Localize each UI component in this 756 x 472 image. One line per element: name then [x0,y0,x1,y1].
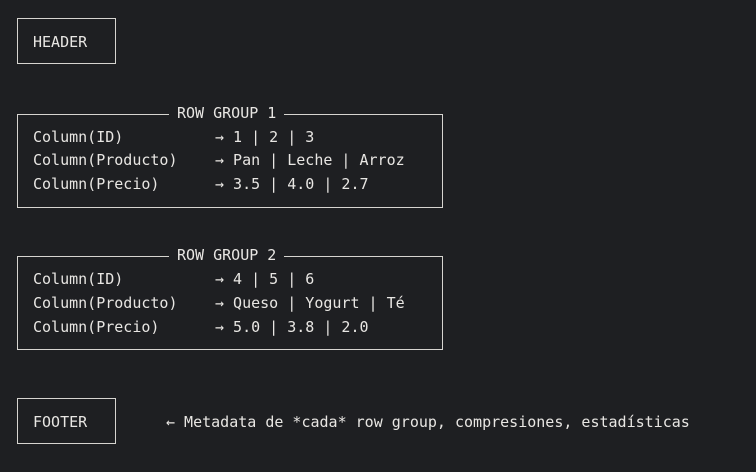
row-group-1-col-3-values: → 3.5 | 4.0 | 2.7 [215,175,369,193]
row-group-2-title: ROW GROUP 2 [169,245,285,265]
row-group-1-col-2-values: → Pan | Leche | Arroz [215,151,405,169]
row-group-2-col-2-values: → Queso | Yogurt | Té [215,294,405,312]
row-group-1-col-1-name: Column(ID) [33,128,124,146]
footer-label: FOOTER [33,413,88,431]
header-label: HEADER [33,33,88,51]
row-group-2-col-3-values: → 5.0 | 3.8 | 2.0 [215,318,369,336]
footer-box [17,398,116,444]
row-group-1-col-2-name: Column(Producto) [33,151,178,169]
header-box [17,18,116,64]
row-group-1-title: ROW GROUP 1 [169,103,285,123]
row-group-1-col-1-values: → 1 | 2 | 3 [215,128,315,146]
footer-note: ← Metadata de *cada* row group, compresi… [166,413,690,431]
row-group-2-col-3-name: Column(Precio) [33,318,160,336]
row-group-2-col-1-values: → 4 | 5 | 6 [215,270,315,288]
row-group-2-col-2-name: Column(Producto) [33,294,178,312]
row-group-2-col-1-name: Column(ID) [33,270,124,288]
row-group-1-col-3-name: Column(Precio) [33,175,160,193]
